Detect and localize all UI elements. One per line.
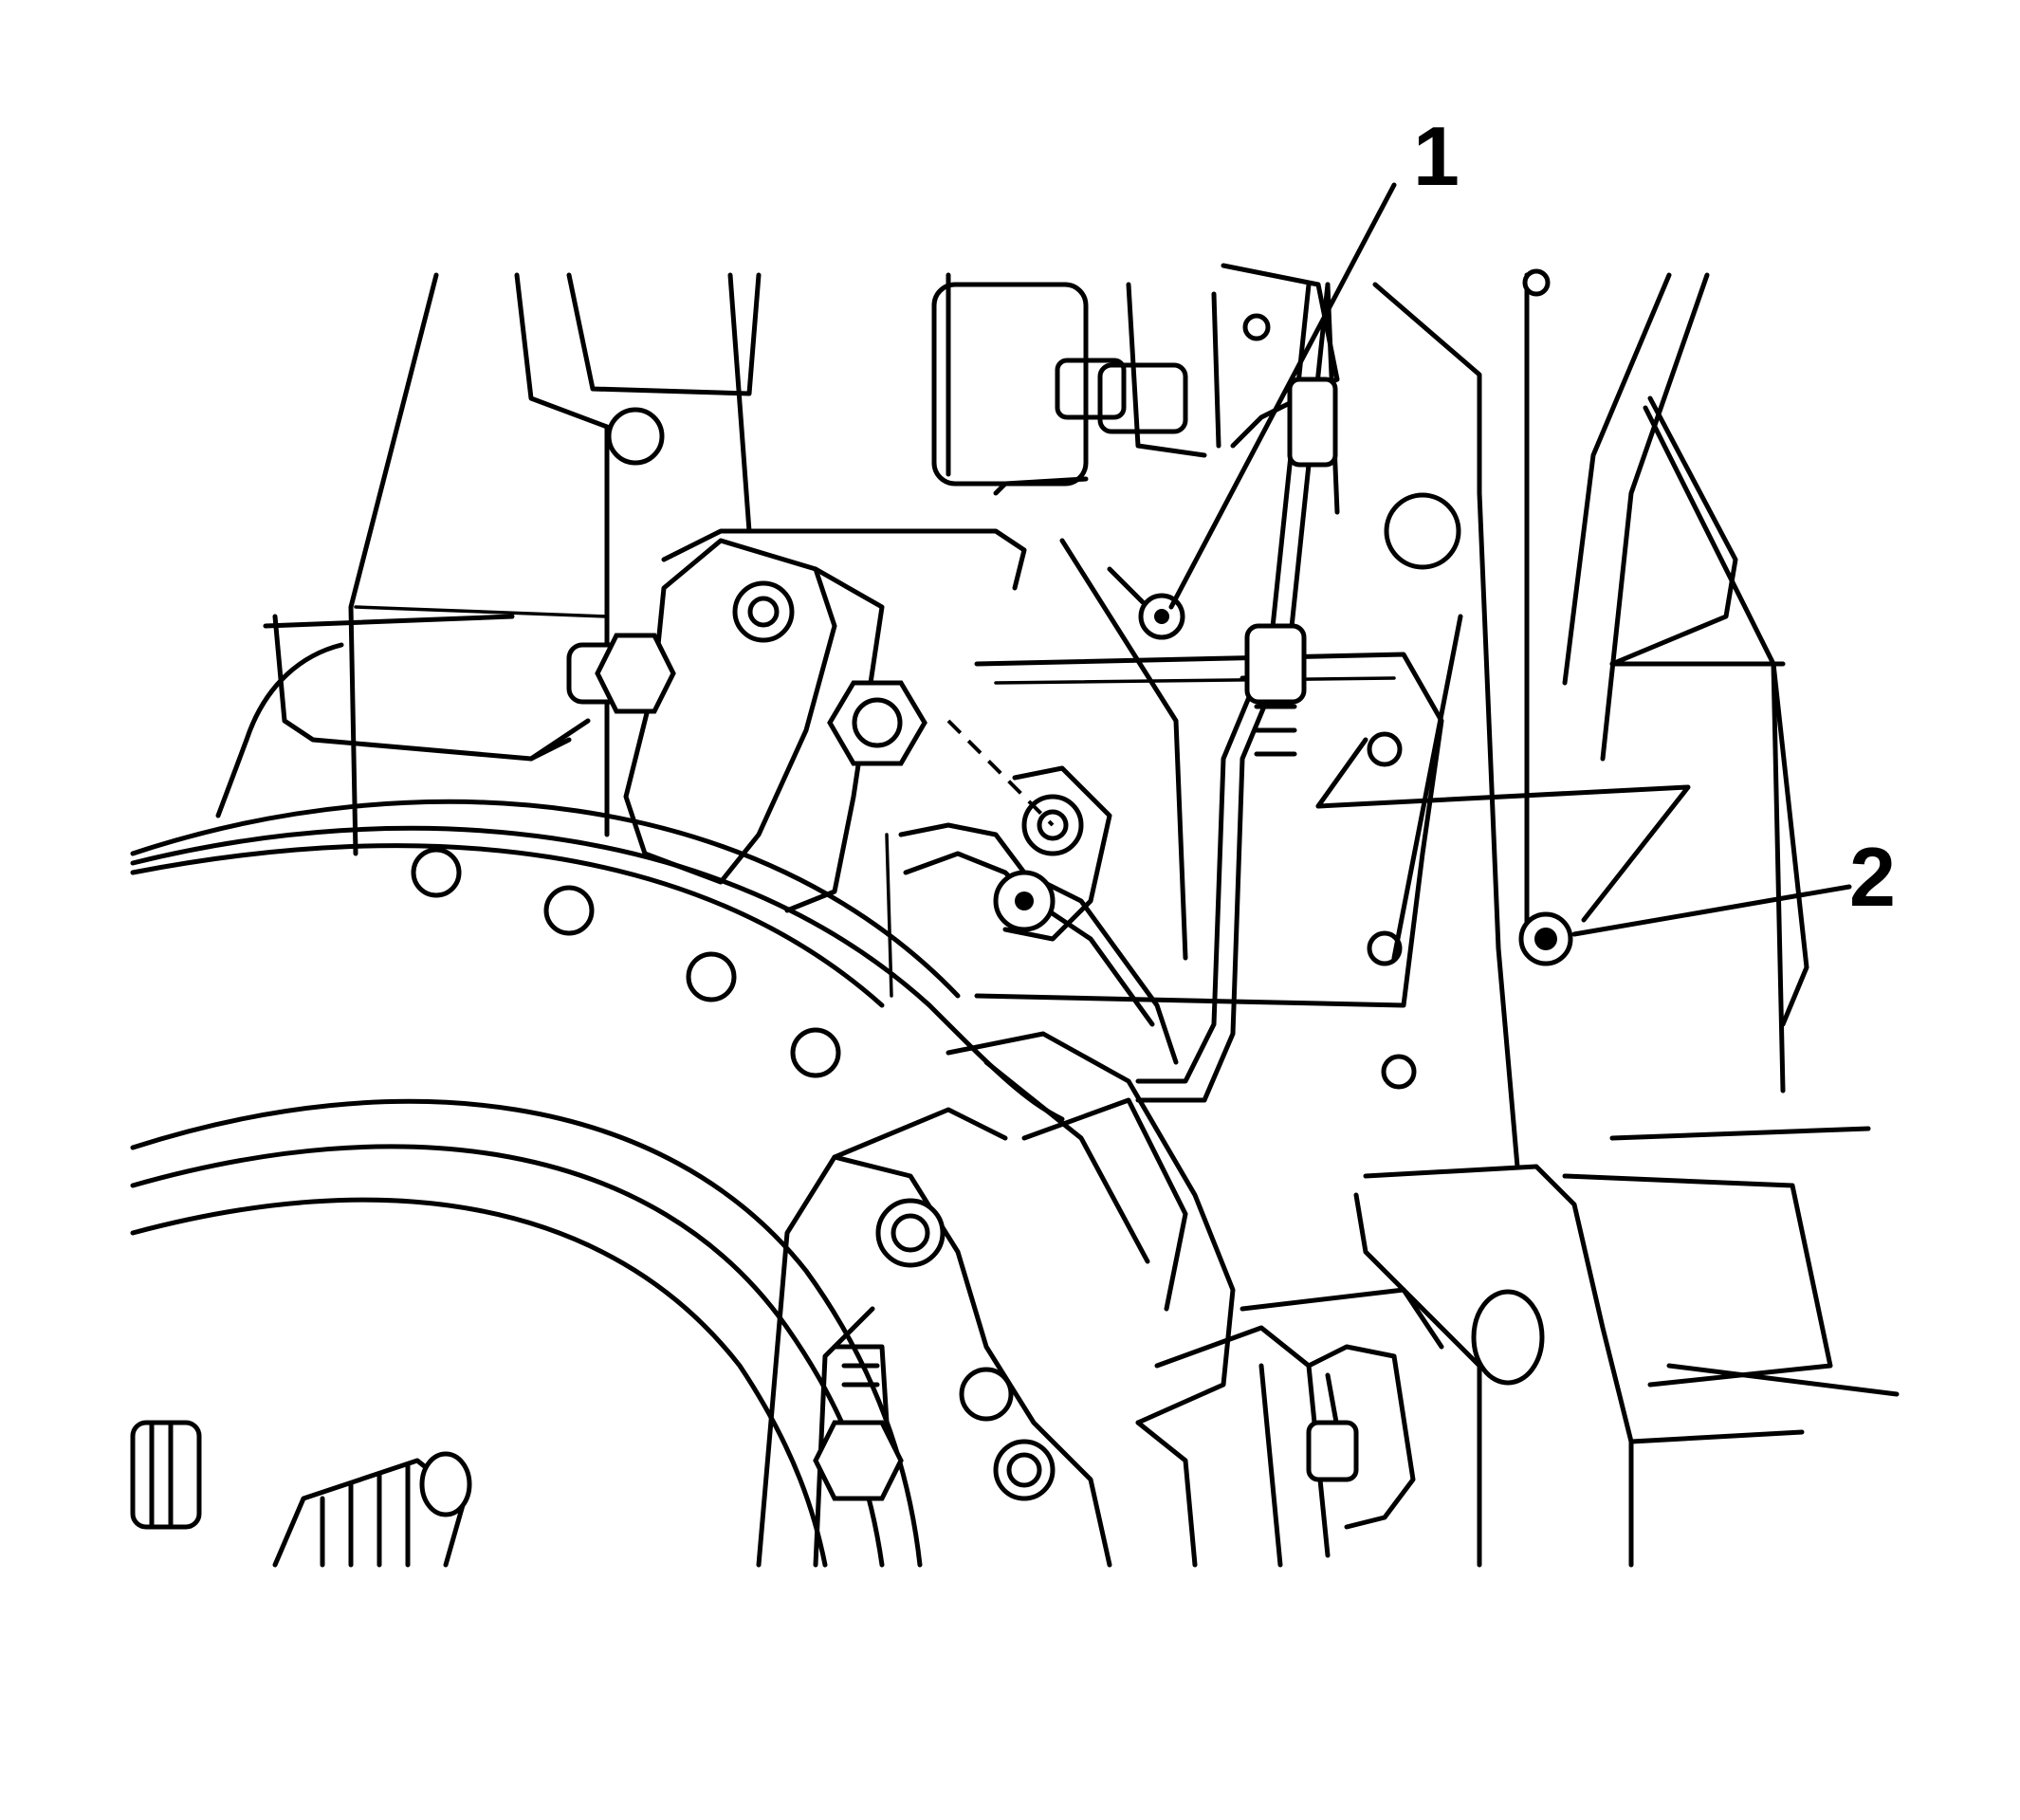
callout-2-label: 2 bbox=[1849, 830, 1896, 924]
brake-caliper bbox=[756, 1031, 1444, 1568]
callout-1-label: 1 bbox=[1413, 109, 1460, 203]
background-structure bbox=[348, 263, 1900, 1568]
wheel-stud-center bbox=[272, 1451, 472, 1568]
fastener-2 bbox=[1518, 911, 1573, 966]
wheel-stud-left bbox=[130, 1420, 202, 1530]
caliper-bracket bbox=[263, 538, 927, 913]
brake-rotor bbox=[130, 642, 1065, 1568]
fastener-1 bbox=[1059, 538, 1188, 961]
brake-hose bbox=[661, 282, 1338, 1103]
callout-leaders bbox=[1168, 182, 1852, 937]
